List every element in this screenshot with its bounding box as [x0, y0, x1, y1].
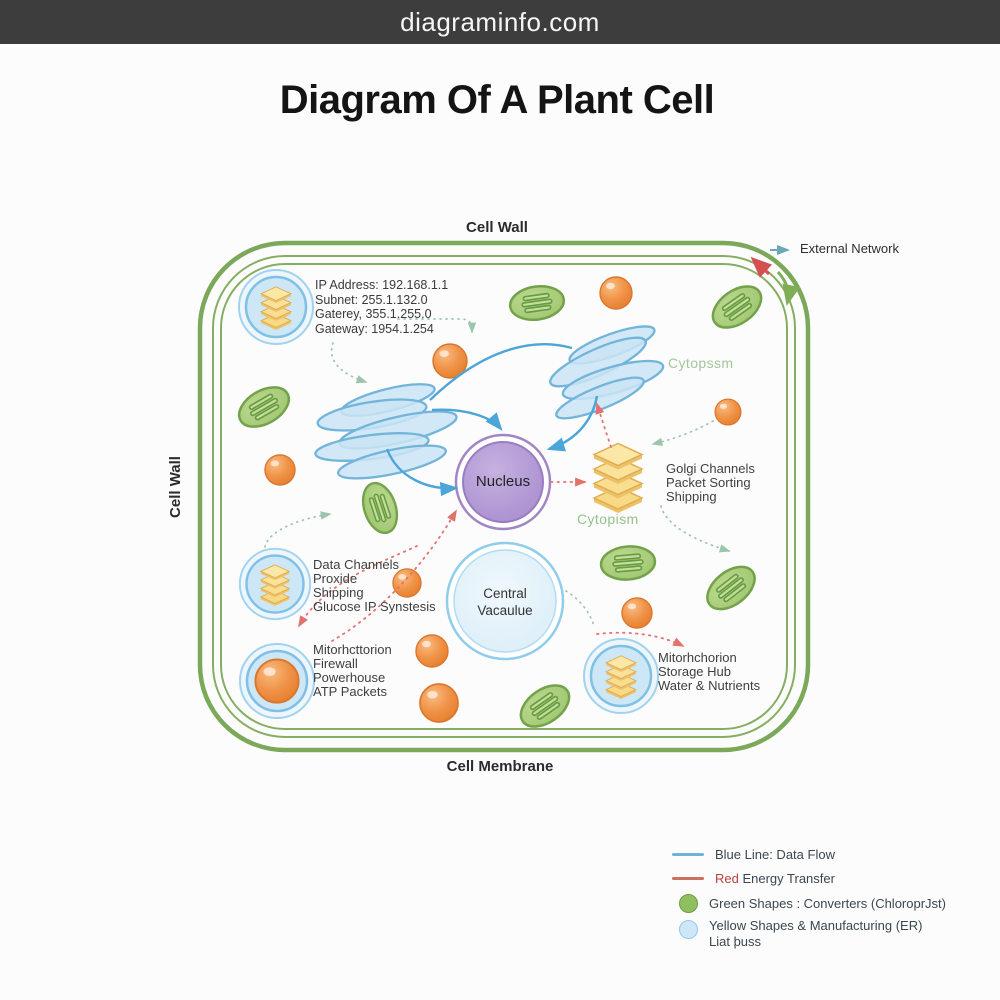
network-info-label: IP Address: 192.168.1.1 Subnet: 255.1.13…: [315, 278, 449, 336]
cell-wall-border: [197, 240, 811, 753]
data-flow-arrows: [385, 343, 599, 497]
nucleus-shape: [454, 433, 552, 531]
red-arrow: [595, 402, 612, 448]
chloroplast-icon: [232, 379, 295, 435]
orange-sphere-icon: [621, 597, 653, 629]
blue-arrow: [385, 448, 459, 497]
mitochondrion-left-label: Mitorhcttorion Firewall Powerhouse ATP P…: [313, 642, 392, 699]
er-link-line: [429, 343, 573, 401]
cell-membrane-label: Cell Membrane: [446, 758, 554, 775]
chloroplast-icon: [513, 677, 576, 735]
legend-item-red-line: Red Energy Transfer: [672, 871, 835, 886]
legend-item-blue-line: Blue Line: Data Flow: [672, 847, 835, 862]
green-circle-swatch-icon: [679, 894, 698, 913]
central-vacuole-shape: [445, 541, 565, 661]
energy-transfer-arrows: [298, 402, 685, 647]
cell-wall-left-label: Cell Wall: [167, 456, 184, 518]
cell-wall-top-label: Cell Wall: [466, 219, 528, 236]
blue-line-swatch-icon: [672, 853, 704, 856]
orange-sphere-icon: [599, 276, 633, 310]
teal-connector: [660, 505, 731, 553]
orange-sphere-icon: [714, 398, 742, 426]
orange-sphere-icon: [419, 683, 459, 723]
lightblue-circle-swatch-icon: [679, 920, 698, 939]
data-channel-vesicle-icon: [238, 547, 312, 621]
golgi-apparatus-icon: [593, 442, 643, 514]
site-header: diagraminfo.com: [0, 0, 1000, 44]
page-title: Diagram Of A Plant Cell: [279, 78, 715, 122]
chloroplast-icon: [508, 283, 566, 323]
legend-item-green-shapes: Green Shapes : Converters (ChloroprJst): [672, 894, 946, 913]
site-name: diagraminfo.com: [400, 6, 600, 37]
teal-connector: [330, 342, 368, 384]
mitochondrion-right-label: Mitorhchorion Storage Hub Water & Nutrie…: [658, 650, 761, 693]
outflow-red-arrow-icon: [750, 256, 773, 278]
data-channels-label: Data Channels Proxide Shipping Glucose I…: [313, 557, 436, 614]
external-network-label: External Network: [800, 241, 899, 256]
er-right-icon: [549, 325, 665, 420]
golgi-label: Golgi Channels Packet Sorting Shipping: [666, 461, 755, 504]
chloroplast-icon: [600, 544, 657, 582]
central-vacuole-label: Central Vacaulue: [477, 586, 533, 618]
red-arrow: [298, 545, 418, 628]
teal-connector: [565, 590, 595, 627]
external-flow-arrows: [750, 245, 801, 306]
chloroplast-icon: [705, 278, 768, 336]
cytoplasm-upper-label: Cytopssm: [668, 355, 734, 371]
orange-sphere-icon: [415, 634, 449, 668]
teal-connector: [397, 318, 477, 334]
blue-arrow: [546, 395, 599, 452]
nucleus-label: Nucleus: [475, 473, 531, 490]
red-arrow: [331, 509, 457, 642]
orange-sphere-icon: [264, 454, 296, 486]
teal-connector: [651, 420, 714, 446]
blue-arrow: [431, 408, 503, 431]
dotted-connectors: [264, 318, 731, 627]
red-line-swatch-icon: [672, 877, 704, 880]
cytoplasm-lower-label: Cytopism: [577, 511, 639, 527]
legend-item-yellow-shapes: Yellow Shapes & Manufacturing (ER) Liat …: [672, 918, 922, 949]
chloroplast-icon: [700, 558, 763, 617]
mitochondrion-left-icon: [238, 642, 316, 720]
chloroplast-icon: [357, 479, 403, 537]
inflow-green-arrow-icon: [776, 271, 801, 306]
teal-connector: [264, 511, 332, 548]
er-left-icon: [314, 383, 458, 480]
mitochondrion-right-icon: [582, 637, 660, 715]
router-vesicle-icon: [237, 268, 315, 346]
